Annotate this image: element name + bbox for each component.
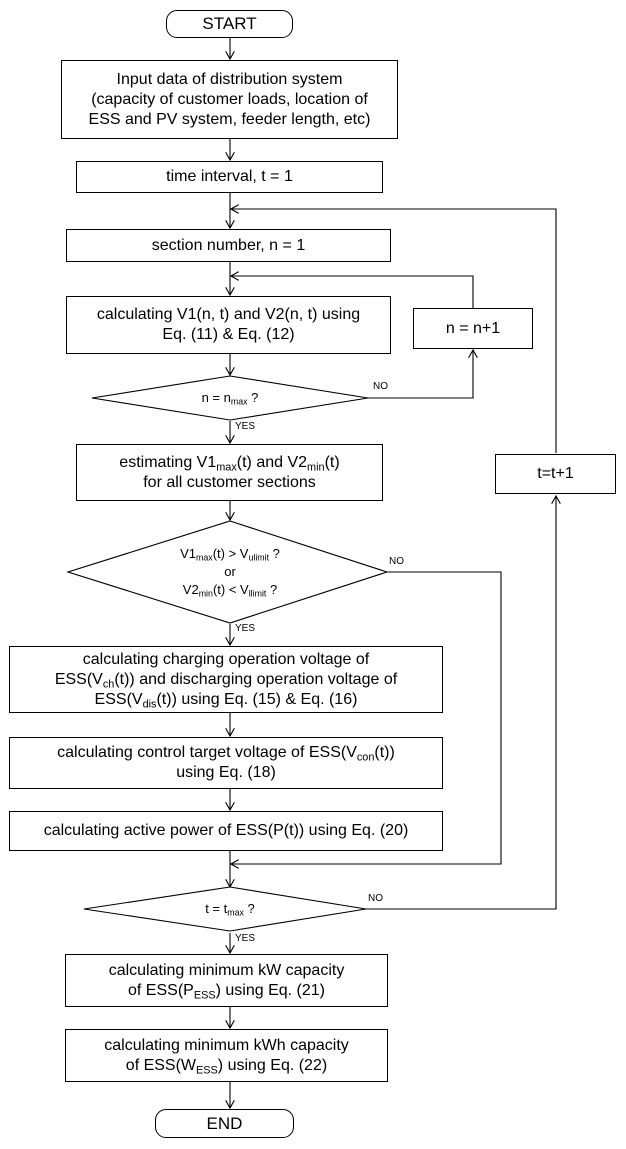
min-kwh-line2: of ESS(WESS) using Eq. (22) bbox=[125, 1056, 328, 1076]
active-power-label: calculating active power of ESS(P(t)) us… bbox=[43, 822, 409, 839]
input-data-line2: (capacity of customer loads, location of bbox=[91, 90, 368, 108]
time-interval-label: time interval, t = 1 bbox=[166, 168, 293, 185]
decision-v-yes-label: YES bbox=[235, 623, 256, 634]
arrow-no-to-n-increment bbox=[368, 350, 473, 399]
charging-line1: calculating charging operation voltage o… bbox=[82, 650, 370, 668]
decision-v-line3: V2min(t) < Vllimit ? bbox=[182, 582, 278, 599]
t-increment-label: t=t+1 bbox=[537, 465, 574, 482]
decision-n-diamond bbox=[91, 375, 369, 421]
decision-v-diamond bbox=[66, 520, 389, 624]
calc-voltage-box: calculating V1(n, t) and V2(n, t) using … bbox=[66, 296, 391, 354]
decision-v-or: or bbox=[224, 564, 236, 579]
control-target-box: calculating control target voltage of ES… bbox=[9, 737, 443, 789]
end-terminal: END bbox=[155, 1109, 294, 1138]
n-increment-box: n = n+1 bbox=[413, 308, 533, 349]
estimating-line1: estimating V1max(t) and V2min(t) bbox=[119, 453, 340, 473]
decision-v-line1: V1max(t) > Vulimit ? bbox=[180, 546, 280, 563]
control-target-line1: calculating control target voltage of ES… bbox=[57, 744, 395, 764]
min-kwh-box: calculating minimum kWh capacity of ESS(… bbox=[65, 1029, 388, 1082]
section-number-label: section number, n = 1 bbox=[151, 236, 306, 254]
min-kw-line2: of ESS(PESS) using Eq. (21) bbox=[128, 981, 325, 1001]
end-label: END bbox=[206, 1113, 243, 1133]
decision-t-no-label: NO bbox=[368, 893, 383, 904]
decision-n-text: n = nmax ? bbox=[201, 390, 259, 407]
decision-n-yes-label: YES bbox=[235, 421, 256, 432]
decision-t-yes-label: YES bbox=[235, 933, 256, 944]
t-increment-box: t=t+1 bbox=[495, 454, 616, 494]
decision-t-diamond bbox=[83, 886, 367, 932]
min-kw-box: calculating minimum kW capacity of ESS(P… bbox=[65, 954, 388, 1007]
estimating-box: estimating V1max(t) and V2min(t) for all… bbox=[76, 444, 383, 501]
input-data-line1: Input data of distribution system bbox=[116, 70, 343, 88]
decision-n-no-label: NO bbox=[373, 381, 388, 392]
calc-voltage-line2: Eq. (11) & Eq. (12) bbox=[162, 326, 295, 343]
decision-t-text: t = tmax ? bbox=[205, 901, 255, 918]
active-power-box: calculating active power of ESS(P(t)) us… bbox=[9, 811, 443, 851]
charging-line2: ESS(Vch(t)) and discharging operation vo… bbox=[54, 670, 398, 690]
decision-v-no-label: NO bbox=[389, 556, 404, 567]
charging-voltage-box: calculating charging operation voltage o… bbox=[9, 646, 443, 713]
arrow-no-to-t-increment bbox=[366, 496, 556, 910]
arrow-n-loop-back bbox=[231, 276, 474, 309]
input-data-line3: ESS and PV system, feeder length, etc) bbox=[88, 110, 371, 128]
arrow-no-bypass bbox=[231, 571, 502, 864]
charging-line3: ESS(Vdis(t)) using Eq. (15) & Eq. (16) bbox=[94, 690, 358, 710]
min-kw-line1: calculating minimum kW capacity bbox=[108, 961, 345, 979]
start-label: START bbox=[202, 14, 257, 33]
control-target-line2: using Eq. (18) bbox=[176, 764, 276, 781]
min-kwh-line1: calculating minimum kWh capacity bbox=[104, 1036, 349, 1054]
section-number-box: section number, n = 1 bbox=[66, 229, 391, 262]
estimating-line2: for all customer sections bbox=[143, 473, 316, 491]
input-data-box: Input data of distribution system (capac… bbox=[61, 60, 398, 139]
calc-voltage-line1: calculating V1(n, t) and V2(n, t) using bbox=[96, 306, 361, 323]
n-increment-label: n = n+1 bbox=[445, 319, 501, 337]
start-terminal: START bbox=[166, 10, 293, 38]
arrow-t-loop-back bbox=[231, 209, 557, 453]
time-interval-box: time interval, t = 1 bbox=[76, 161, 383, 193]
decision-v-text: V1max(t) > Vulimit ? or V2min(t) < Vllim… bbox=[125, 540, 335, 604]
